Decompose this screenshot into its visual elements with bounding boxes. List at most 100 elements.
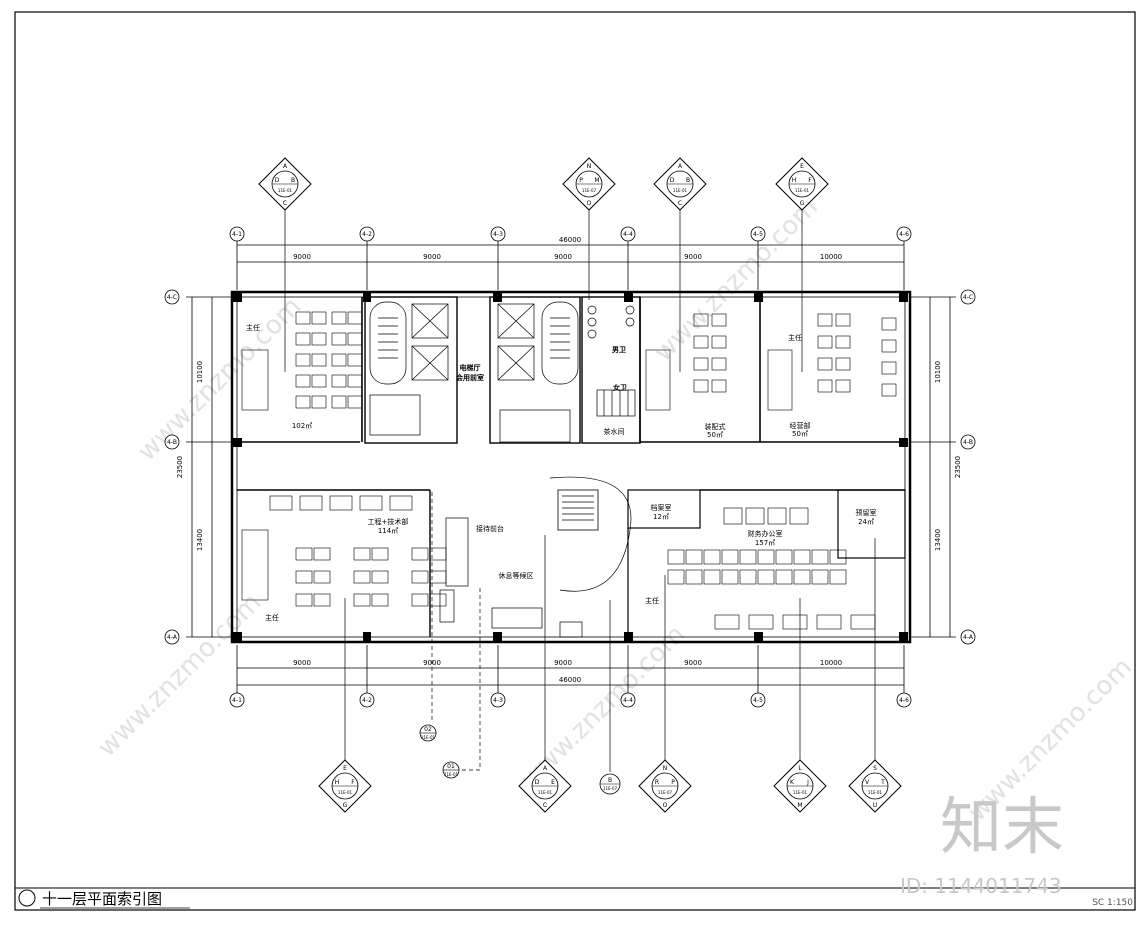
desk xyxy=(829,569,847,585)
label-area-nw: 102㎡ xyxy=(292,422,312,430)
desk xyxy=(685,569,703,585)
sofa xyxy=(241,349,269,411)
grid-top-1: 4-1 xyxy=(232,231,242,238)
index-letter-bottom: M xyxy=(797,802,802,809)
desk xyxy=(757,549,775,565)
desk xyxy=(745,507,765,525)
dimension-right xyxy=(910,296,956,638)
desk xyxy=(817,379,833,393)
index-letter-top: E xyxy=(343,765,347,772)
grid-bot-2: 4-2 xyxy=(362,697,372,704)
dim-left-1: 10100 xyxy=(196,361,204,383)
label-archive: 档案室 xyxy=(651,503,672,512)
desk xyxy=(353,547,371,561)
index-letter-bottom: G xyxy=(343,802,348,809)
index-ref: 11E-01 xyxy=(793,790,808,795)
desk xyxy=(817,357,833,371)
section-mark-b-ref: 11E-07 xyxy=(603,786,618,791)
label-female-wc: 女卫 xyxy=(613,383,627,392)
section-path xyxy=(431,492,481,771)
grid-bot-6: 4-6 xyxy=(899,697,909,704)
label-engineering-area: 114㎡ xyxy=(378,527,398,535)
desk xyxy=(347,395,363,409)
desk xyxy=(389,495,413,511)
desk xyxy=(881,361,897,375)
desk xyxy=(711,379,727,393)
leader-lines xyxy=(284,210,876,772)
desk xyxy=(835,357,851,371)
sheet-border xyxy=(14,11,1136,911)
desk xyxy=(295,332,311,346)
desk xyxy=(295,374,311,388)
dim-left-total: 23500 xyxy=(176,456,184,478)
drawing-title: 十一层平面索引图 xyxy=(42,890,162,908)
desk xyxy=(816,614,842,630)
desk xyxy=(311,395,327,409)
desk xyxy=(331,374,347,388)
label-tea-room: 茶水间 xyxy=(604,427,625,436)
label-elevator-hall: 电梯厅 xyxy=(460,363,481,372)
index-letter-right: E xyxy=(551,779,555,786)
desk xyxy=(295,311,311,325)
label-male-wc: 男卫 xyxy=(612,346,626,354)
index-letter-left: R xyxy=(655,779,659,786)
dimension-labels: 46000 9000 9000 9000 9000 10000 9000 900… xyxy=(176,236,962,684)
desk xyxy=(311,374,327,388)
dim-top-4: 9000 xyxy=(684,253,702,261)
dim-bot-5: 10000 xyxy=(820,659,842,667)
room-labels: 主任 102㎡ 电梯厅 会用前室 男卫 女卫 茶水间 装配式 50㎡ 经营部 5… xyxy=(246,323,877,622)
desk xyxy=(331,395,347,409)
grid-top-3: 4-3 xyxy=(493,231,503,238)
desk xyxy=(789,507,809,525)
title-block: 十一层平面索引图 SC 1:150 xyxy=(18,889,1133,909)
dim-bot-4: 9000 xyxy=(684,659,702,667)
index-letter-bottom: O xyxy=(663,802,668,809)
desk xyxy=(817,335,833,349)
desk xyxy=(811,569,829,585)
label-reception: 接待前台 xyxy=(476,524,504,533)
index-letter-top: E xyxy=(800,163,804,170)
dim-bot-1: 9000 xyxy=(293,659,311,667)
desk xyxy=(311,332,327,346)
desk xyxy=(711,313,727,327)
desk xyxy=(793,549,811,565)
dim-right-1: 10100 xyxy=(934,361,942,383)
grid-right-c: 4-C xyxy=(963,294,973,301)
index-letter-right: J xyxy=(806,779,809,786)
index-ref: 11E-07 xyxy=(658,790,673,795)
desk xyxy=(721,569,739,585)
structural-columns xyxy=(233,293,908,641)
desk xyxy=(667,549,685,565)
grid-bot-1: 4-1 xyxy=(232,697,242,704)
desk xyxy=(347,374,363,388)
grid-bot-3: 4-3 xyxy=(493,697,503,704)
desk xyxy=(835,313,851,327)
label-finance: 财务办公室 xyxy=(748,529,783,538)
index-letter-right: F xyxy=(808,177,812,184)
desk xyxy=(793,569,811,585)
desk xyxy=(331,353,347,367)
desk xyxy=(850,614,876,630)
desk xyxy=(767,507,787,525)
grid-left-b: 4-B xyxy=(167,439,177,446)
grid-right-a: 4-A xyxy=(963,634,974,641)
index-letter-top: A xyxy=(543,765,548,772)
desk xyxy=(775,549,793,565)
index-letter-right: F xyxy=(351,779,355,786)
logo-watermark: 知末 xyxy=(940,790,1064,863)
label-reserved: 预留室 xyxy=(856,508,877,517)
building-walls xyxy=(230,290,912,644)
index-letter-left: H xyxy=(335,779,340,786)
index-letter-bottom: O xyxy=(587,200,592,207)
grid-right-b: 4-B xyxy=(963,439,973,446)
desk xyxy=(775,569,793,585)
index-letter-left: V xyxy=(865,779,870,786)
index-ref: 11E-07 xyxy=(582,188,597,193)
dim-top-5: 10000 xyxy=(820,253,842,261)
index-letter-left: D xyxy=(670,177,675,184)
